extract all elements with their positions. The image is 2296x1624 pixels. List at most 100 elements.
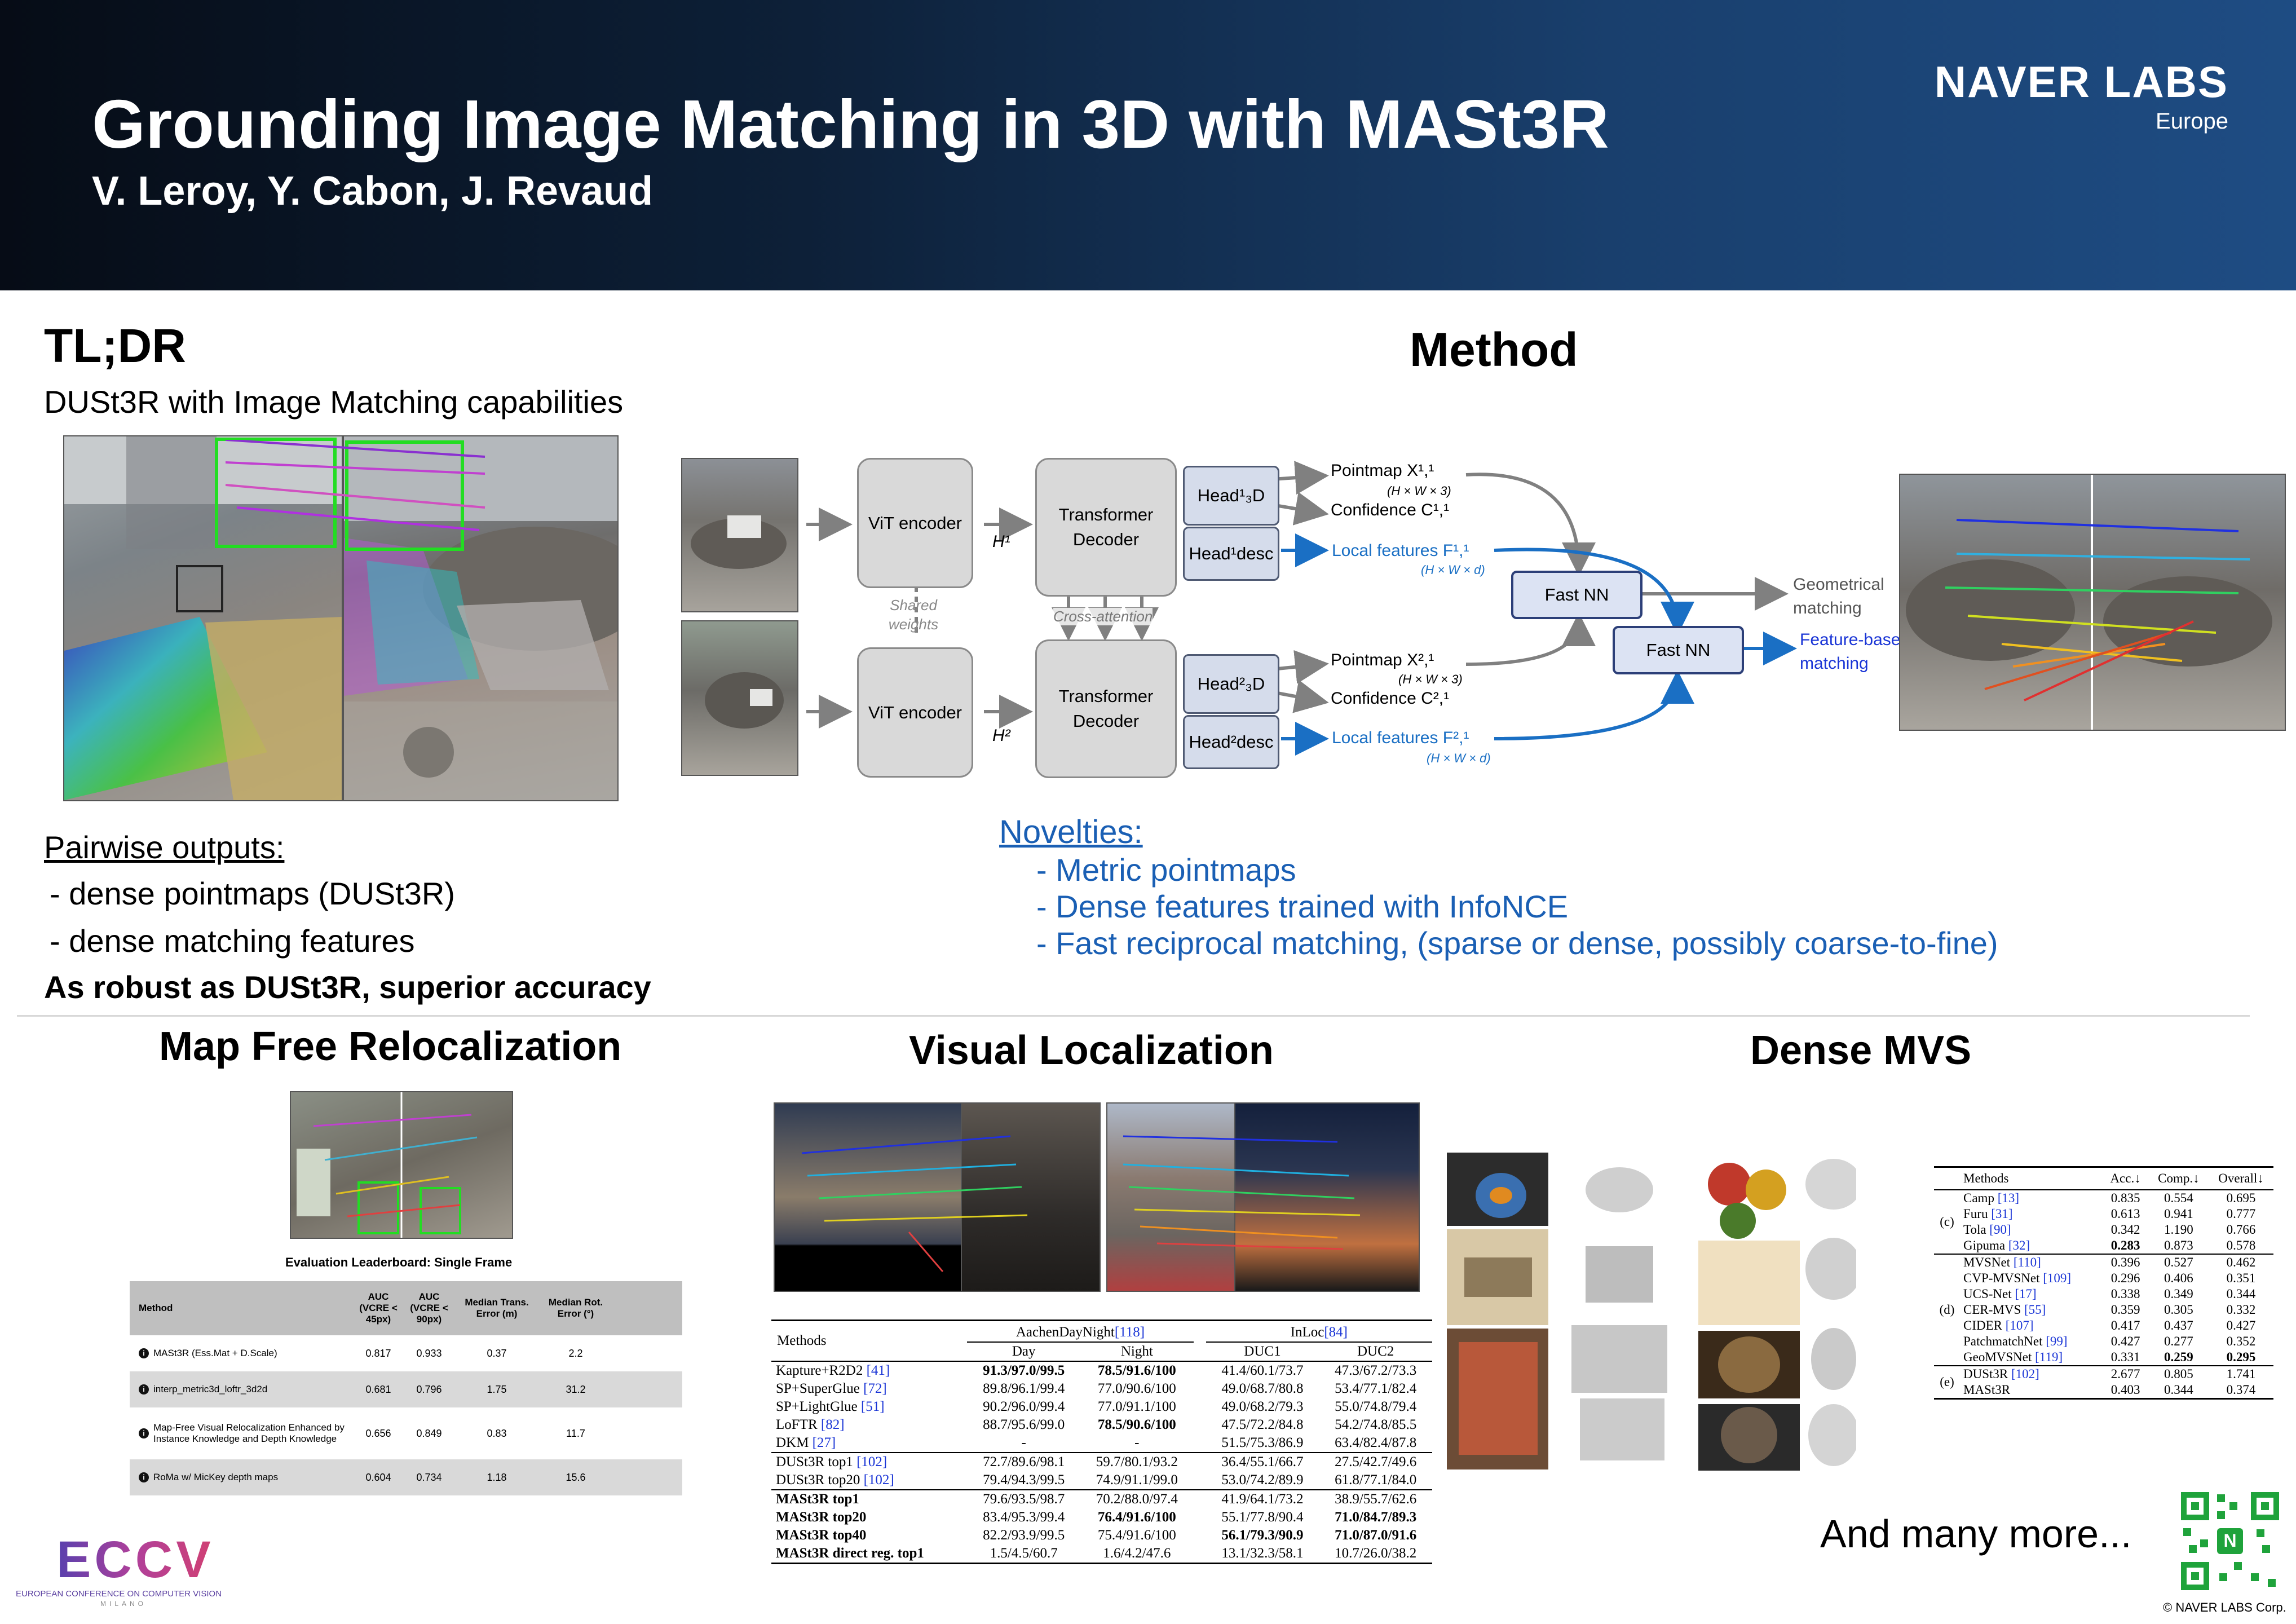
citation-link[interactable]: [99] [2046, 1334, 2068, 1348]
citation-link[interactable]: [51] [860, 1399, 885, 1414]
method-output-matching-image [1899, 474, 2286, 731]
novelty-item-1: - Metric pointmaps [1036, 852, 1296, 888]
visloc-value-cell: 54.2/74.8/85.5 [1335, 1417, 1417, 1432]
citation-link[interactable]: [55] [2024, 1303, 2046, 1317]
copyright: © NAVER LABS Corp. [2163, 1600, 2286, 1614]
info-icon[interactable]: i [139, 1348, 149, 1358]
eccv-logo: ECCV EUROPEAN CONFERENCE ON COMPUTER VIS… [16, 1534, 253, 1608]
visloc-value-cell: 78.5/91.6/100 [1097, 1363, 1176, 1378]
citation-link[interactable]: [72] [863, 1381, 887, 1396]
visloc-value-cell: 13.1/32.3/58.1 [1221, 1546, 1304, 1561]
info-icon[interactable]: i [139, 1472, 149, 1482]
visloc-value-cell: 70.2/88.0/97.4 [1096, 1491, 1178, 1507]
visloc-value-cell: 76.4/91.6/100 [1097, 1510, 1176, 1525]
citation-link[interactable]: [27] [812, 1435, 836, 1450]
citation-link[interactable]: [41] [866, 1363, 890, 1378]
citation-link[interactable]: [90] [1989, 1223, 2011, 1237]
visloc-value-cell: 63.4/82.4/87.8 [1335, 1435, 1417, 1450]
visloc-value-cell: 55.0/74.8/79.4 [1335, 1399, 1417, 1414]
eccv-subtitle: EUROPEAN CONFERENCE ON COMPUTER VISION [16, 1589, 222, 1599]
citation-link[interactable]: [31] [1991, 1207, 2013, 1221]
citation-link[interactable]: [110] [2013, 1255, 2041, 1269]
visloc-method-cell: MASt3R top1 [776, 1491, 859, 1507]
visloc-value-cell: 56.1/79.3/90.9 [1221, 1528, 1304, 1543]
mvs-value-cell: 0.338 [2110, 1287, 2140, 1301]
visloc-table-wrap: Methods AachenDayNight[118] InLoc[84] Da… [771, 1320, 1432, 1564]
method-output-match-lines [1906, 475, 2272, 730]
mvs-value-cell: 1.190 [2164, 1223, 2193, 1237]
qr-code-icon[interactable]: N [2178, 1489, 2282, 1594]
mvs-col-methods: Methods [1963, 1171, 2009, 1185]
mvs-value-cell: 0.344 [2164, 1383, 2193, 1397]
eccv-city: MILANO [100, 1600, 147, 1608]
citation-link[interactable]: [32] [2008, 1238, 2030, 1252]
transformer-decoder-2: Transformer Decoder [1035, 639, 1177, 778]
tldr-heading: TL;DR [44, 319, 186, 372]
pointmap-2-dims: (H × W × 3) [1398, 672, 1463, 686]
pointmap-1-dims: (H × W × 3) [1387, 484, 1451, 498]
citation-link[interactable]: [84] [1324, 1325, 1348, 1340]
citation-link[interactable]: [82] [820, 1417, 845, 1432]
leaderboard-value-cell: 0.656 [365, 1427, 391, 1439]
visloc-gap-cell [1194, 1508, 1206, 1526]
citation-link[interactable]: [102] [856, 1454, 888, 1469]
citation-link[interactable]: [102] [2011, 1367, 2039, 1381]
mapfree-match-overlay [297, 1092, 478, 1238]
citation-link[interactable]: [119] [2035, 1350, 2063, 1364]
citation-link[interactable]: [109] [2043, 1271, 2072, 1285]
visloc-gap-cell [1194, 1398, 1206, 1416]
visloc-value-cell: 1.5/4.5/60.7 [990, 1546, 1058, 1561]
pointmap-2-label: Pointmap X²,¹ [1331, 651, 1434, 669]
leaderboard-method-cell: i MASt3R (Ess.Mat + D.Scale) [130, 1348, 353, 1359]
visloc-method-cell: DUSt3R top1 [102] [776, 1454, 888, 1469]
mvs-value-cell: 0.554 [2164, 1191, 2193, 1205]
naver-labs-logo: NAVER LABS Europe [1935, 56, 2228, 134]
info-icon[interactable]: i [139, 1428, 149, 1438]
visloc-value-cell: 49.0/68.7/80.8 [1221, 1381, 1304, 1396]
visloc-value-cell: 47.5/72.2/84.8 [1221, 1417, 1304, 1432]
head-desc-2: Head²desc [1183, 715, 1279, 769]
leaderboard-value-cell: 0.604 [365, 1471, 391, 1483]
citation-link[interactable]: [13] [1997, 1191, 2020, 1205]
visloc-value-cell: 89.8/96.1/99.4 [983, 1381, 1065, 1396]
h1-label: H¹ [992, 532, 1010, 551]
visloc-sub-night: Night [1120, 1344, 1153, 1359]
tldr-match-lines [226, 440, 485, 531]
mvs-value-cell: 0.295 [2226, 1350, 2256, 1364]
visloc-gap-cell [1194, 1526, 1206, 1544]
citation-link[interactable]: [102] [863, 1472, 894, 1488]
confidence-2-label: Confidence C²,¹ [1331, 689, 1450, 708]
citation-link[interactable]: [118] [1114, 1325, 1145, 1340]
leaderboard-method-name: MASt3R (Ess.Mat + D.Scale) [153, 1348, 277, 1358]
citation-link[interactable]: [107] [2005, 1318, 2034, 1332]
mvs-table-wrap: Methods Acc.↓ Comp.↓ Overall↓ (c)Camp [1… [1934, 1166, 2273, 1400]
leaderboard-value-cell: 1.18 [487, 1471, 507, 1483]
mvs-value-cell: 2.677 [2110, 1367, 2140, 1381]
tldr-matching-image-left [63, 435, 343, 801]
visloc-value-cell: 75.4/91.6/100 [1097, 1528, 1176, 1543]
mvs-value-cell: 0.374 [2226, 1383, 2256, 1397]
visloc-gap-cell [1194, 1471, 1206, 1490]
mvs-heading: Dense MVS [1750, 1028, 1972, 1073]
citation-link[interactable]: [17] [2015, 1287, 2037, 1301]
visloc-method-cell: MASt3R top20 [776, 1510, 867, 1525]
info-icon[interactable]: i [139, 1384, 149, 1394]
visloc-value-cell: 61.8/77.1/84.0 [1335, 1472, 1417, 1488]
mvs-value-cell: 0.352 [2226, 1334, 2256, 1348]
novelties-heading: Novelties: [999, 814, 1143, 850]
mvs-method-cell: CIDER [107] [1963, 1318, 2034, 1332]
leaderboard-value-cell: 0.796 [416, 1383, 442, 1395]
mvs-method-cell: UCS-Net [17] [1963, 1287, 2037, 1301]
leaderboard-value-cell: 11.7 [566, 1427, 585, 1439]
leaderboard-header: Method AUC (VCRE < 45px) AUC (VCRE < 90p… [130, 1281, 682, 1335]
visloc-method-cell: MASt3R top40 [776, 1528, 867, 1543]
